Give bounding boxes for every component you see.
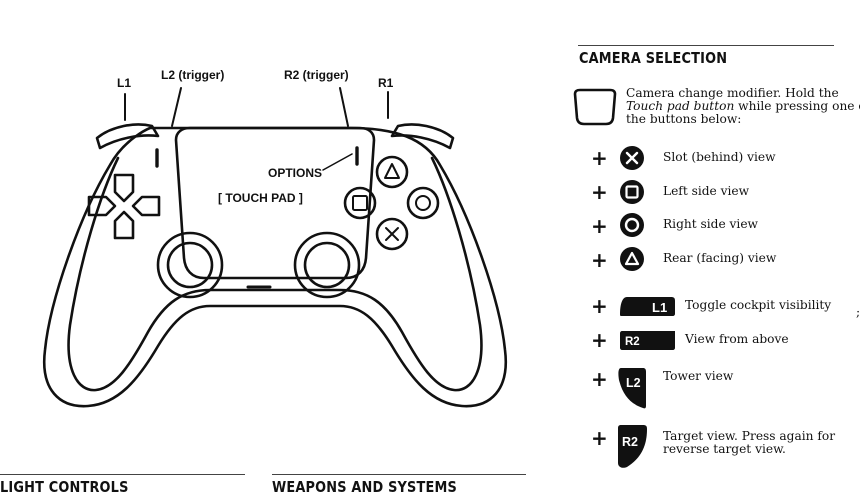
triangle-button-icon xyxy=(620,247,644,271)
options-label: OPTIONS xyxy=(268,166,322,180)
plus-sign: + xyxy=(591,367,608,391)
item-label-tower-view: Tower view xyxy=(663,369,734,383)
edge-mark: ; xyxy=(856,305,860,319)
circle-symbol xyxy=(415,195,431,211)
item-label-rear-view: Rear (facing) view xyxy=(663,251,777,265)
modifier-text-line3: the buttons below: xyxy=(626,112,742,126)
plus-sign: + xyxy=(591,248,608,272)
item-label-left-side-view: Left side view xyxy=(663,184,750,198)
plus-sign: + xyxy=(591,180,608,204)
l2-trigger-icon: L2 xyxy=(618,368,646,409)
r1-label: R1 xyxy=(378,76,394,90)
plus-sign: + xyxy=(591,328,608,352)
item-label-right-side-view: Right side view xyxy=(663,217,758,231)
cross-button-icon xyxy=(620,146,644,170)
plus-sign: + xyxy=(591,426,608,450)
r2-trigger-text: R2 xyxy=(622,435,638,449)
face-square-button xyxy=(343,186,377,220)
modifier-text-line2-rest: while pressing one of xyxy=(734,99,860,113)
options-leader xyxy=(322,153,353,171)
left-stick-inner xyxy=(166,241,214,289)
item-label-target-view-line2: reverse target view. xyxy=(663,442,786,456)
weapons-systems-rule xyxy=(272,474,526,475)
dpad-right xyxy=(131,195,161,217)
modifier-text-line1: Camera change modifier. Hold the xyxy=(626,86,839,100)
r2-button-text: R2 xyxy=(625,336,640,348)
square-button-icon xyxy=(620,180,644,204)
right-stick-outer xyxy=(293,231,361,299)
dpad-down xyxy=(113,210,135,240)
l2-trigger-text: L2 xyxy=(626,376,641,390)
r2-trigger-icon: R2 xyxy=(618,425,647,468)
r1-bumper xyxy=(390,123,455,150)
plus-sign: + xyxy=(591,214,608,238)
touchpad-button-icon xyxy=(573,88,617,126)
light-controls-title: LIGHT CONTROLS xyxy=(0,478,129,496)
face-triangle-button xyxy=(375,155,409,189)
dpad-up xyxy=(113,173,135,203)
l1-bumper xyxy=(95,123,160,150)
circle-button-icon xyxy=(620,213,644,237)
plus-sign: + xyxy=(591,294,608,318)
item-label-view-from-above: View from above xyxy=(685,332,789,346)
weapons-systems-title: WEAPONS AND SYSTEMS xyxy=(272,478,457,496)
touchpad-button-name: Touch pad button xyxy=(626,99,735,113)
l1-label: L1 xyxy=(117,76,131,90)
r2-button-icon: R2 xyxy=(620,331,675,350)
cross-symbol xyxy=(385,227,399,241)
controller-inner-outline xyxy=(67,156,483,392)
controller-diagram: L1 L2 (trigger) R2 (trigger) R1 OPTIONS … xyxy=(42,68,508,408)
touchpad-label: [ TOUCH PAD ] xyxy=(218,191,303,205)
left-stick-outer xyxy=(156,231,224,299)
plus-sign: + xyxy=(591,146,608,170)
l2-label: L2 (trigger) xyxy=(161,68,224,82)
square-symbol xyxy=(352,195,368,211)
light-controls-rule xyxy=(0,474,245,475)
right-stick-inner xyxy=(303,241,351,289)
modifier-text-line2: Touch pad button while pressing one of xyxy=(626,100,860,113)
touchpad xyxy=(174,126,376,280)
l2-leader xyxy=(171,87,182,127)
item-label-toggle-cockpit: Toggle cockpit visibility xyxy=(685,298,832,312)
item-label-slot-view: Slot (behind) view xyxy=(663,150,776,164)
face-circle-button xyxy=(406,186,440,220)
camera-section-rule xyxy=(578,45,834,46)
dpad-left xyxy=(87,195,117,217)
camera-section-title: CAMERA SELECTION xyxy=(579,49,728,67)
triangle-symbol xyxy=(384,163,400,179)
controller-body-outline xyxy=(42,126,508,408)
face-cross-button xyxy=(375,217,409,251)
item-label-target-view-line1: Target view. Press again for xyxy=(663,429,836,443)
l1-button-text: L1 xyxy=(652,300,667,315)
r2-label: R2 (trigger) xyxy=(284,68,349,82)
l1-button-icon: L1 xyxy=(620,297,675,316)
r2-leader xyxy=(339,87,349,127)
